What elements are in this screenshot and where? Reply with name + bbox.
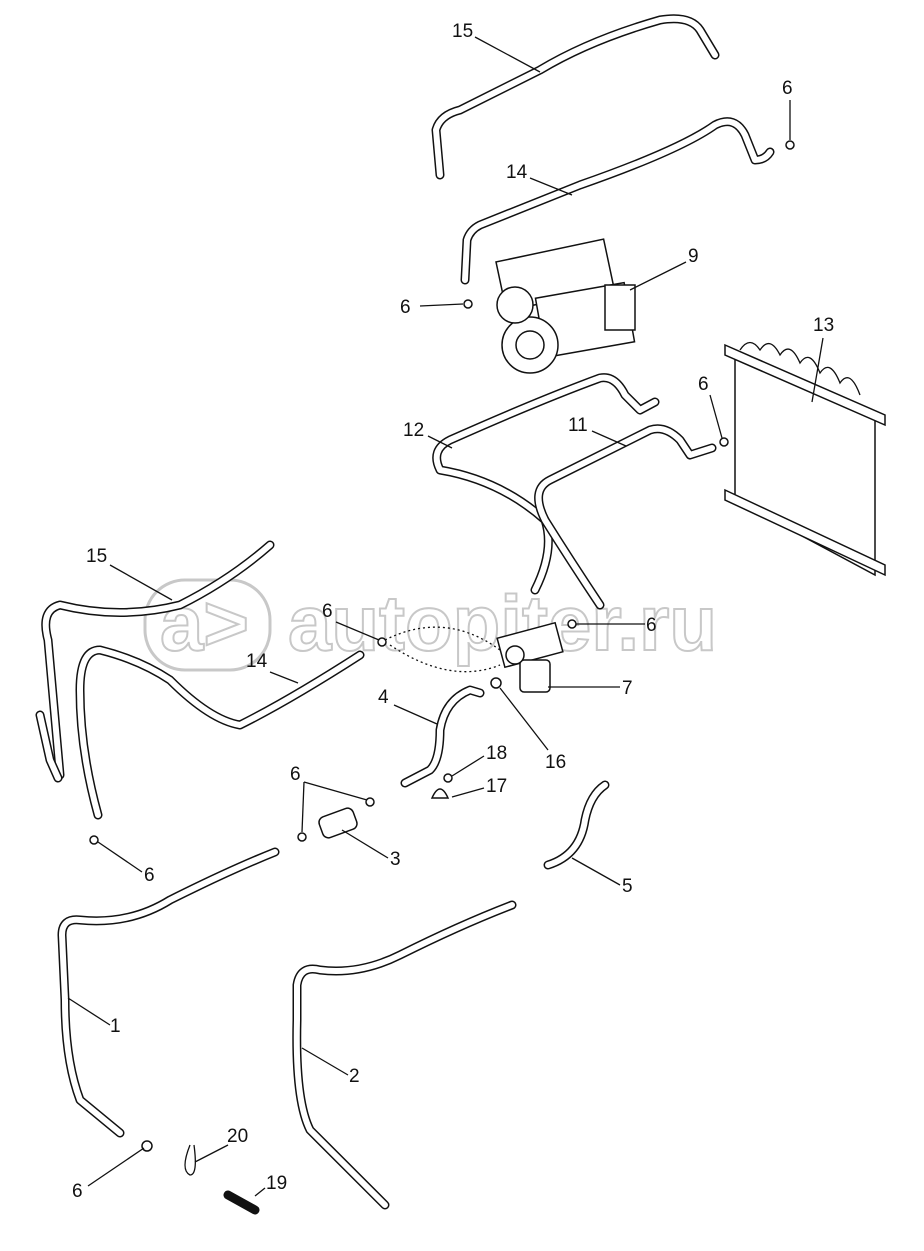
hose-1: [462, 118, 773, 283]
leader-line: [301, 1047, 349, 1076]
callout-2: 2: [349, 1066, 360, 1087]
callout-3: 3: [390, 849, 401, 870]
leader-line: [591, 430, 627, 447]
leader-line: [109, 564, 173, 601]
callout-6: 6: [290, 764, 301, 785]
hose-0: [433, 15, 718, 178]
callout-11: 11: [568, 415, 588, 436]
callout-6: 6: [144, 865, 155, 886]
hose-3: [535, 425, 715, 608]
callout-14: 14: [506, 162, 528, 183]
callout-12: 12: [403, 420, 424, 441]
leader-line: [709, 394, 723, 439]
leader-line: [529, 177, 573, 196]
condenser: [724, 341, 886, 577]
leader-line: [811, 337, 824, 403]
callout-6: 6: [646, 615, 657, 636]
leader-line: [303, 781, 368, 801]
filter-assembly: [496, 621, 564, 693]
callout-20: 20: [227, 1126, 248, 1147]
hose-7: [545, 782, 608, 868]
hose-10: [37, 712, 61, 781]
leader-line: [393, 704, 438, 725]
leader-line: [499, 687, 549, 751]
callout-6: 6: [698, 374, 709, 395]
callout-18: 18: [486, 743, 507, 764]
callout-16: 16: [545, 752, 566, 773]
leader-line: [451, 755, 485, 777]
callout-6: 6: [782, 78, 793, 99]
leader-line: [301, 781, 305, 833]
leader-line: [629, 261, 687, 291]
hose-9: [293, 902, 515, 1208]
callout-9: 9: [688, 246, 699, 267]
leader-line: [87, 1147, 145, 1187]
callout-17: 17: [486, 776, 507, 797]
nuts: [89, 140, 795, 1152]
leader-line: [451, 787, 485, 798]
hoses: [35, 14, 775, 1210]
leader-line: [341, 829, 389, 859]
callout-15: 15: [452, 21, 473, 42]
leader-line: [335, 621, 380, 641]
wire-dotted: [384, 626, 501, 673]
leader-line: [254, 1187, 266, 1197]
hose-5: [77, 647, 363, 818]
callout-6: 6: [322, 601, 333, 622]
leader-line: [194, 1144, 229, 1163]
leader-line: [97, 841, 143, 873]
callout-6: 6: [400, 297, 411, 318]
callout-19: 19: [266, 1173, 287, 1194]
leader-line: [571, 857, 621, 886]
leader-line: [67, 997, 111, 1026]
callout-14: 14: [246, 651, 268, 672]
leader-line: [427, 435, 453, 449]
strap: [184, 1144, 196, 1176]
hose-5: [75, 645, 365, 820]
leader-line: [419, 303, 464, 307]
hose-1: [460, 117, 775, 285]
leader-line: [474, 36, 541, 73]
callout-13: 13: [813, 315, 834, 336]
callout-7: 7: [622, 678, 633, 699]
hose-6: [402, 687, 483, 786]
sleeve: [223, 1190, 260, 1215]
screw: [443, 773, 453, 783]
hose-8: [57, 847, 280, 1138]
callout-1: 1: [110, 1016, 121, 1037]
leader-line: [269, 671, 299, 684]
callout-4: 4: [378, 687, 389, 708]
hose-4: [42, 542, 273, 778]
valve: [318, 807, 358, 839]
clamp: [430, 788, 450, 799]
callout-15: 15: [86, 546, 107, 567]
hose-8: [59, 849, 278, 1136]
callout-5: 5: [622, 876, 633, 897]
pump-assembly: [495, 238, 636, 374]
callout-6: 6: [72, 1181, 83, 1202]
